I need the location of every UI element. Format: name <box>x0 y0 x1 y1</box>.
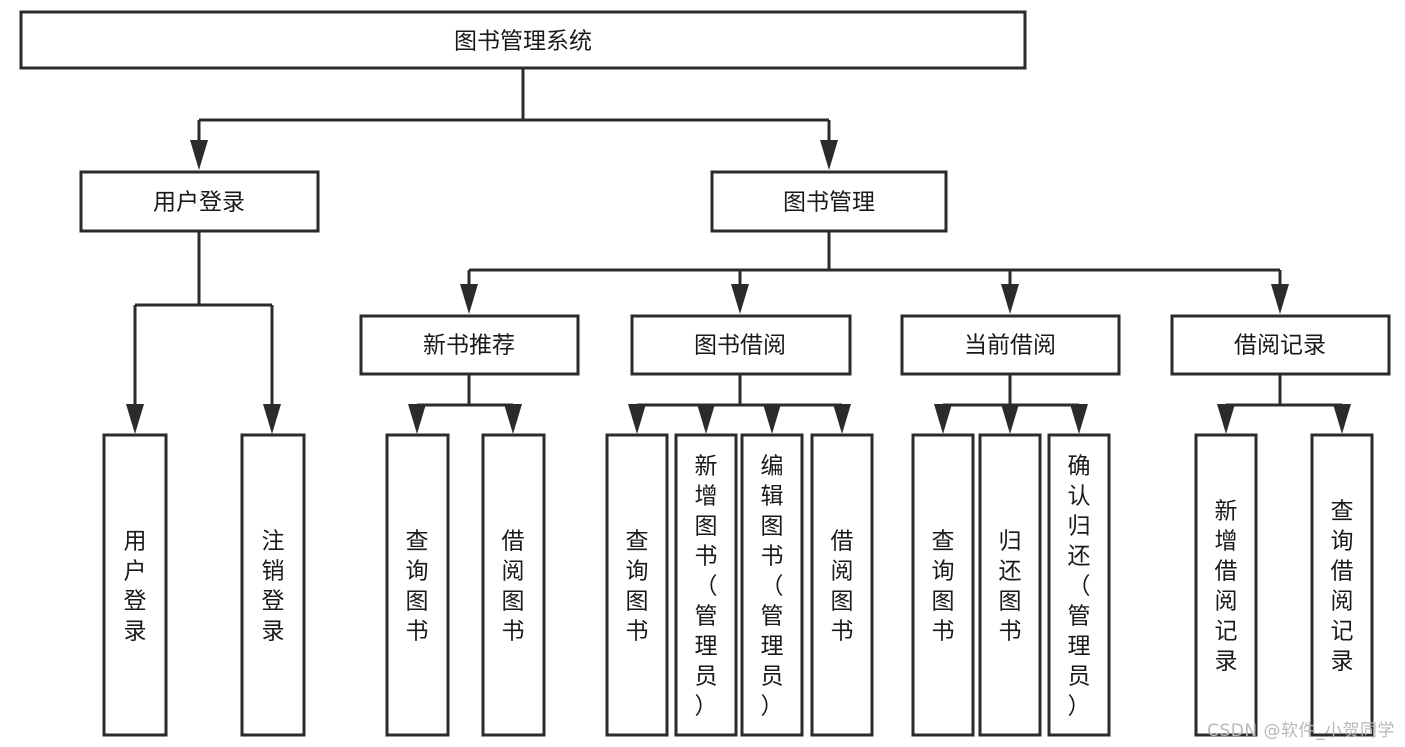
arrow-head-leaf-return-book <box>1001 404 1019 434</box>
arrow-head-book-borrow <box>731 284 749 314</box>
node-leaf-confirm-return-box[interactable] <box>1047 433 1111 737</box>
node-leaf-add-book-box[interactable] <box>674 433 738 737</box>
node-leaf-add-record-box[interactable] <box>1194 433 1258 737</box>
node-root[interactable]: 图书管理系统 <box>19 10 1027 70</box>
node-current-borrow[interactable]: 当前借阅 <box>900 314 1121 376</box>
node-leaf-query-book-2-box[interactable] <box>605 433 669 737</box>
node-leaf-query-book-3-box[interactable] <box>911 433 975 737</box>
node-leaf-query-record[interactable]: 查询借阅记录 <box>1310 433 1374 737</box>
node-leaf-add-book[interactable]: 新增图书（管理员） <box>674 433 738 737</box>
node-new-book-recommend-label: 新书推荐 <box>423 333 515 359</box>
connector-group <box>126 68 1351 434</box>
arrow-head-leaf-borrow-book-1 <box>504 404 522 434</box>
arrow-head-new-book-recommend <box>460 284 478 314</box>
node-leaf-user-login[interactable]: 用户登录 <box>102 433 168 737</box>
arrow-head-leaf-confirm-return <box>1070 404 1088 434</box>
node-root-box[interactable] <box>19 10 1027 70</box>
node-borrow-record[interactable]: 借阅记录 <box>1170 314 1391 376</box>
node-leaf-borrow-book-2[interactable]: 借阅图书 <box>810 433 874 737</box>
node-leaf-return-book-box[interactable] <box>978 433 1042 737</box>
node-leaf-add-book-label: 新增图书（管理员） <box>695 453 718 719</box>
node-leaf-logout-login-label: 注销登录 <box>262 528 285 644</box>
arrow-head-leaf-user-login <box>126 404 144 434</box>
node-leaf-add-record-label: 新增借阅记录 <box>1215 498 1238 674</box>
csdn-watermark: CSDN @软件_小贺同学 <box>1207 721 1395 741</box>
node-leaf-confirm-return-label: 确认归还（管理员） <box>1068 453 1091 719</box>
arrow-head-leaf-query-book-1 <box>408 404 426 434</box>
node-leaf-logout-login-box[interactable] <box>240 433 306 737</box>
node-leaf-edit-book-box[interactable] <box>740 433 804 737</box>
arrow-head-leaf-query-book-2 <box>628 404 646 434</box>
node-leaf-query-book-2[interactable]: 查询图书 <box>605 433 669 737</box>
node-leaf-user-login-box[interactable] <box>102 433 168 737</box>
node-leaf-query-book-2-label: 查询图书 <box>626 528 649 644</box>
arrow-head-borrow-record <box>1271 284 1289 314</box>
node-leaf-logout-login[interactable]: 注销登录 <box>240 433 306 737</box>
node-leaf-borrow-book-1-box[interactable] <box>481 433 546 737</box>
node-root-label: 图书管理系统 <box>454 29 592 55</box>
arrow-head-leaf-add-record <box>1217 404 1235 434</box>
node-book-manage-box[interactable] <box>710 170 948 233</box>
arrow-head-user-login <box>190 140 208 170</box>
node-book-borrow-box[interactable] <box>630 314 852 376</box>
node-new-book-recommend-box[interactable] <box>359 314 580 376</box>
node-book-manage[interactable]: 图书管理 <box>710 170 948 233</box>
node-leaf-query-book-3[interactable]: 查询图书 <box>911 433 975 737</box>
arrow-head-leaf-query-record <box>1333 404 1351 434</box>
arrow-head-book-manage <box>820 140 838 170</box>
node-book-borrow[interactable]: 图书借阅 <box>630 314 852 376</box>
arrow-head-leaf-query-book-3 <box>934 404 952 434</box>
arrow-head-current-borrow <box>1001 284 1019 314</box>
node-leaf-borrow-book-2-label: 借阅图书 <box>831 528 854 644</box>
node-leaf-query-book-1[interactable]: 查询图书 <box>385 433 450 737</box>
node-leaf-add-record[interactable]: 新增借阅记录 <box>1194 433 1258 737</box>
node-book-borrow-label: 图书借阅 <box>694 333 786 359</box>
node-user-login-label: 用户登录 <box>153 190 245 216</box>
node-borrow-record-label: 借阅记录 <box>1234 333 1326 359</box>
node-leaf-borrow-book-2-box[interactable] <box>810 433 874 737</box>
node-current-borrow-box[interactable] <box>900 314 1121 376</box>
node-leaf-confirm-return[interactable]: 确认归还（管理员） <box>1047 433 1111 737</box>
arrow-head-leaf-edit-book <box>763 404 781 434</box>
arrow-head-leaf-add-book <box>697 404 715 434</box>
node-leaf-borrow-book-1-label: 借阅图书 <box>502 528 525 644</box>
node-user-login[interactable]: 用户登录 <box>79 170 320 233</box>
arrow-head-leaf-borrow-book-2 <box>833 404 851 434</box>
node-leaf-query-book-1-box[interactable] <box>385 433 450 737</box>
node-new-book-recommend[interactable]: 新书推荐 <box>359 314 580 376</box>
node-leaf-query-record-label: 查询借阅记录 <box>1331 498 1354 674</box>
node-current-borrow-label: 当前借阅 <box>964 333 1056 359</box>
node-leaf-return-book-label: 归还图书 <box>999 528 1022 644</box>
node-book-manage-label: 图书管理 <box>783 190 875 216</box>
node-leaf-query-book-1-label: 查询图书 <box>406 528 429 644</box>
node-leaf-query-record-box[interactable] <box>1310 433 1374 737</box>
node-leaf-edit-book[interactable]: 编辑图书（管理员） <box>740 433 804 737</box>
node-leaf-user-login-label: 用户登录 <box>124 528 147 644</box>
node-leaf-edit-book-label: 编辑图书（管理员） <box>761 453 784 719</box>
node-leaf-return-book[interactable]: 归还图书 <box>978 433 1042 737</box>
node-leaf-borrow-book-1[interactable]: 借阅图书 <box>481 433 546 737</box>
node-user-login-box[interactable] <box>79 170 320 233</box>
arrow-head-leaf-logout-login <box>263 404 281 434</box>
node-borrow-record-box[interactable] <box>1170 314 1391 376</box>
node-leaf-query-book-3-label: 查询图书 <box>932 528 955 644</box>
